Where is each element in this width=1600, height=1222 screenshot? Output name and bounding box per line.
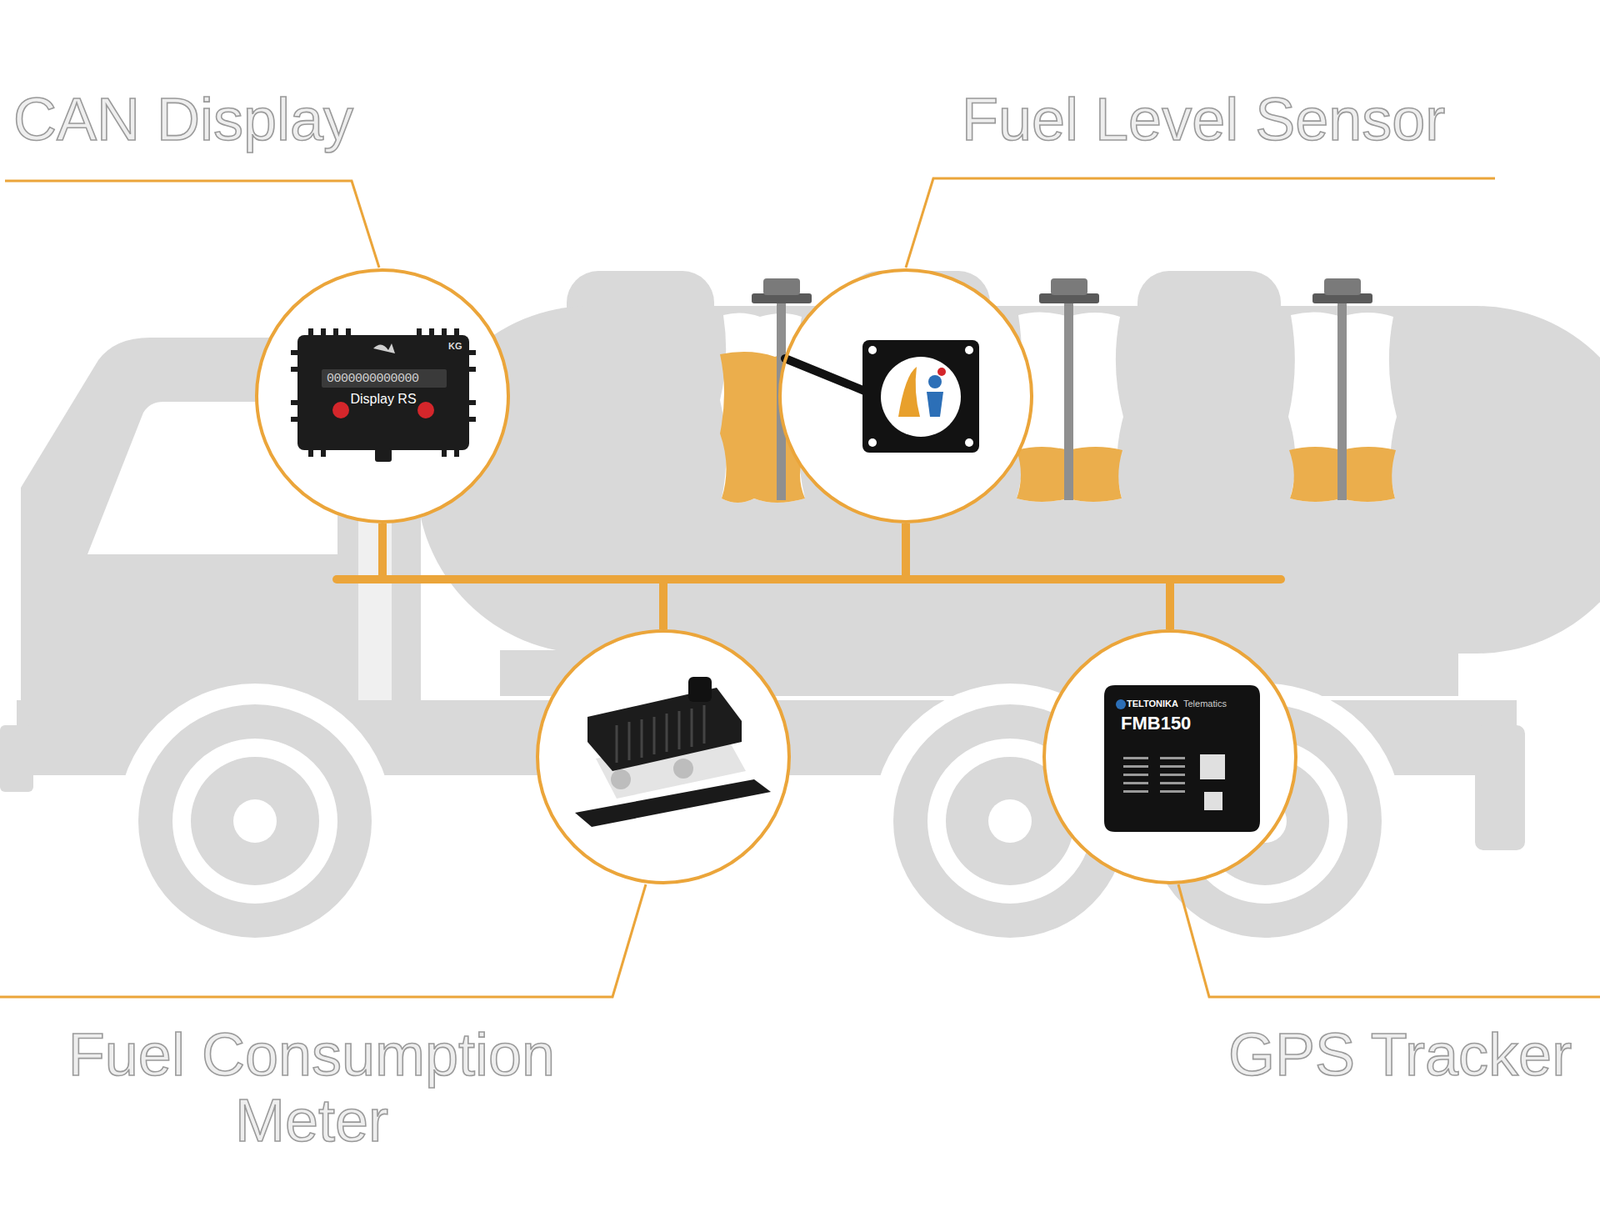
sensor-device [785,340,980,453]
bus-connector [663,579,1170,630]
device-heading: Fuel Consumption Meter [20,1021,604,1154]
device-circle: GPS Tracker [1042,629,1298,885]
leader-lines [0,178,1600,997]
device-heading: CAN Display [13,86,354,153]
device-heading: GPS Tracker [1228,1021,1572,1088]
device-circle: Fuel Level Sensor [778,268,1034,524]
meter-device [575,676,771,827]
device-marking: Display RS [350,391,416,407]
bus-connector [382,523,1170,630]
device-marking: KG [448,340,463,351]
device-marking: Telematics [1183,698,1227,709]
device-circle: Fuel Consumption Meter [535,629,791,885]
device-heading: Fuel Level Sensor [961,86,1445,153]
bus-connector [382,523,906,580]
gps-device [1104,685,1260,832]
circle-grounds [256,270,1296,883]
device-marking: FMB150 [1120,712,1191,735]
display-device [290,328,476,462]
device-marking: 0000000000000 [326,371,420,386]
device-marking: TELTONIKA [1126,698,1179,709]
